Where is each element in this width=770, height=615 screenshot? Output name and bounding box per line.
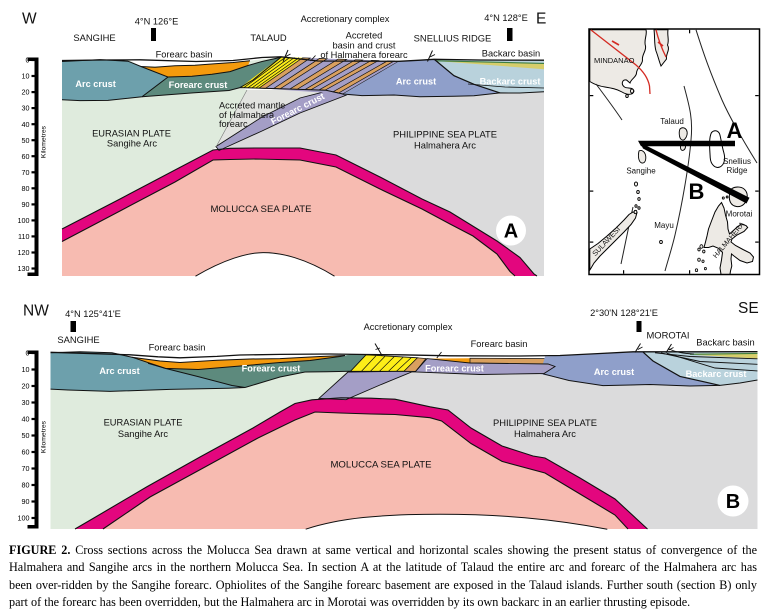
svg-text:EURASIAN PLATE: EURASIAN PLATE: [104, 418, 183, 428]
svg-text:Backarc crust: Backarc crust: [686, 369, 747, 379]
svg-text:of Halmahera: of Halmahera: [219, 110, 275, 120]
svg-text:30: 30: [22, 104, 30, 113]
svg-text:70: 70: [22, 168, 30, 177]
svg-text:Accretionary complex: Accretionary complex: [301, 14, 390, 24]
svg-text:Kilometres: Kilometres: [41, 420, 48, 453]
svg-text:Talaud: Talaud: [660, 117, 684, 126]
svg-text:120: 120: [18, 248, 30, 257]
svg-text:Arc crust: Arc crust: [99, 366, 139, 376]
svg-text:of Halmahera forearc: of Halmahera forearc: [320, 50, 408, 60]
svg-text:10: 10: [22, 72, 30, 81]
svg-text:B: B: [726, 491, 740, 513]
svg-text:10: 10: [22, 365, 30, 374]
svg-text:W: W: [22, 11, 37, 28]
svg-text:2°30'N 128°21'E: 2°30'N 128°21'E: [590, 308, 658, 318]
svg-text:Arc crust: Arc crust: [75, 79, 115, 89]
svg-text:Forearc crust: Forearc crust: [425, 364, 484, 374]
svg-text:50: 50: [22, 431, 30, 440]
svg-text:130: 130: [18, 264, 30, 273]
svg-text:A: A: [504, 221, 518, 243]
svg-text:80: 80: [22, 184, 30, 193]
svg-text:4°N 125°41'E: 4°N 125°41'E: [65, 309, 121, 319]
svg-text:SANGIHE: SANGIHE: [57, 334, 99, 345]
svg-text:80: 80: [22, 481, 30, 490]
svg-text:Forearc basin: Forearc basin: [156, 50, 213, 60]
svg-text:MOROTAI: MOROTAI: [646, 330, 689, 341]
svg-text:Forearc crust: Forearc crust: [169, 80, 228, 90]
svg-text:0: 0: [26, 349, 30, 358]
svg-text:MINDANAO: MINDANAO: [594, 56, 635, 65]
svg-text:0: 0: [26, 56, 30, 65]
svg-text:Forearc basin: Forearc basin: [149, 343, 206, 353]
svg-text:110: 110: [18, 232, 29, 241]
svg-text:E: E: [536, 11, 546, 28]
svg-text:Sangihe Arc: Sangihe Arc: [118, 429, 168, 439]
svg-text:20: 20: [22, 88, 30, 97]
svg-text:20: 20: [22, 382, 30, 391]
svg-text:A: A: [727, 118, 743, 143]
svg-text:40: 40: [22, 120, 30, 129]
svg-text:4°N 126°E: 4°N 126°E: [135, 17, 179, 27]
svg-text:90: 90: [22, 200, 30, 209]
svg-text:NW: NW: [23, 303, 49, 320]
svg-text:100: 100: [18, 514, 30, 523]
svg-text:Backarc crust: Backarc crust: [480, 77, 541, 87]
svg-text:SNELLIUS RIDGE: SNELLIUS RIDGE: [414, 33, 492, 44]
svg-text:60: 60: [22, 152, 30, 161]
svg-text:Mayu: Mayu: [654, 221, 674, 230]
svg-text:Sangihe: Sangihe: [626, 167, 656, 176]
svg-text:Forearc crust: Forearc crust: [242, 364, 301, 374]
svg-text:30: 30: [22, 398, 30, 407]
svg-text:Morotai: Morotai: [726, 210, 753, 219]
svg-text:Halmahera Arc: Halmahera Arc: [514, 428, 576, 439]
svg-text:Accreted: Accreted: [346, 31, 383, 41]
svg-text:Sangihe Arc: Sangihe Arc: [107, 139, 157, 149]
svg-text:PHILIPPINE SEA PLATE: PHILIPPINE SEA PLATE: [493, 417, 597, 428]
svg-text:50: 50: [22, 136, 30, 145]
svg-text:Snellius: Snellius: [723, 157, 751, 166]
svg-text:TALAUD: TALAUD: [250, 32, 287, 43]
svg-text:Backarc basin: Backarc basin: [482, 49, 540, 59]
svg-text:Arc crust: Arc crust: [594, 367, 634, 377]
svg-text:Kilometres: Kilometres: [41, 125, 48, 158]
svg-text:PHILIPPINE SEA PLATE: PHILIPPINE SEA PLATE: [393, 129, 497, 140]
svg-text:Halmahera Arc: Halmahera Arc: [414, 140, 476, 151]
svg-text:MOLUCCA SEA PLATE: MOLUCCA SEA PLATE: [210, 204, 311, 215]
svg-text:100: 100: [18, 216, 30, 225]
svg-text:SANGIHE: SANGIHE: [73, 32, 115, 43]
svg-text:90: 90: [22, 497, 30, 506]
svg-text:forearc: forearc: [219, 119, 248, 129]
svg-text:Arc crust: Arc crust: [396, 77, 436, 87]
svg-text:basin and crust: basin and crust: [332, 41, 395, 51]
svg-text:SE: SE: [738, 300, 759, 317]
svg-text:Accreted mantle: Accreted mantle: [219, 101, 285, 111]
svg-text:Backarc basin: Backarc basin: [696, 338, 754, 348]
svg-text:60: 60: [22, 448, 30, 457]
svg-text:Forearc basin: Forearc basin: [471, 339, 528, 349]
svg-text:40: 40: [22, 415, 30, 424]
svg-text:MOLUCCA SEA PLATE: MOLUCCA SEA PLATE: [330, 460, 431, 471]
svg-text:4°N 128°E: 4°N 128°E: [484, 13, 528, 23]
svg-text:EURASIAN PLATE: EURASIAN PLATE: [92, 129, 171, 139]
svg-text:Ridge: Ridge: [727, 166, 748, 175]
svg-text:B: B: [689, 179, 705, 204]
svg-text:70: 70: [22, 464, 30, 473]
svg-text:Accretionary complex: Accretionary complex: [364, 322, 453, 332]
